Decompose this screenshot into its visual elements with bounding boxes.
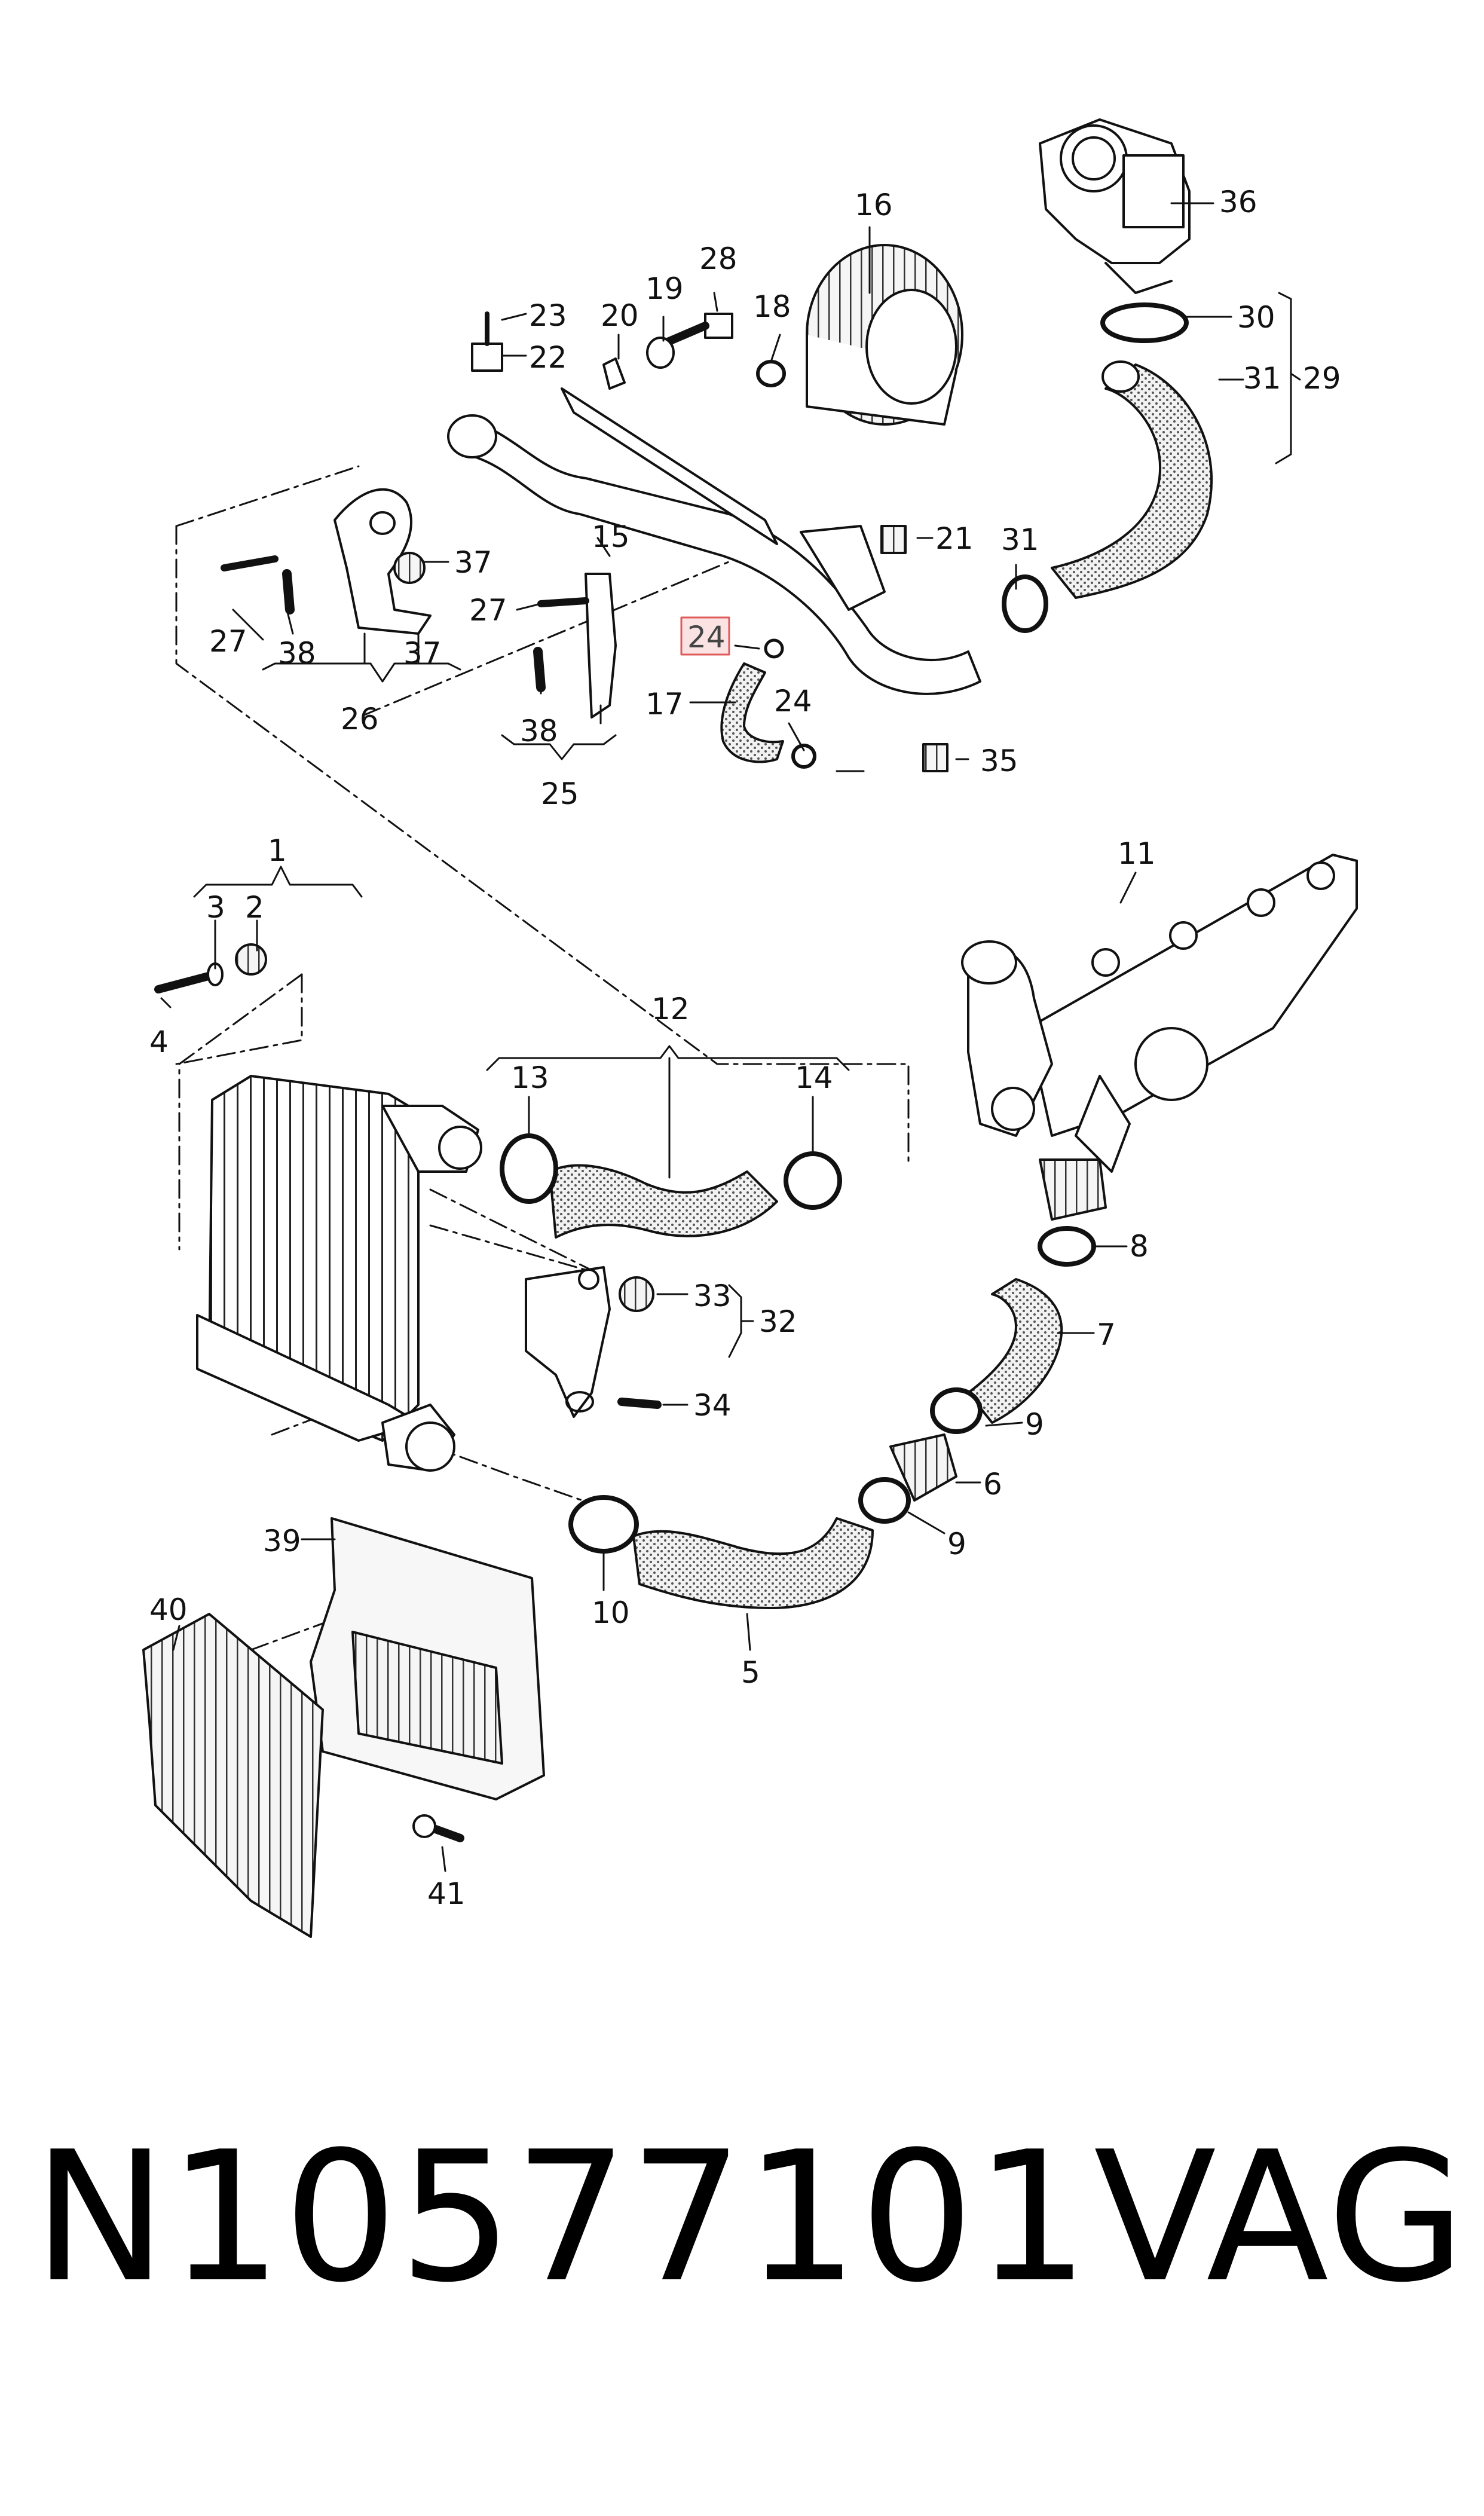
resonator-part-16 bbox=[806, 244, 963, 426]
hose-part-17 bbox=[720, 662, 784, 763]
label-9a: 9 bbox=[1025, 1407, 1044, 1442]
bolt-part-27 bbox=[221, 555, 279, 571]
label-1: 1 bbox=[268, 833, 287, 868]
label-36: 36 bbox=[1219, 185, 1257, 219]
label-20: 20 bbox=[601, 298, 639, 333]
bolt-part-38 bbox=[282, 569, 295, 615]
bracket-part-32 bbox=[525, 1266, 611, 1418]
clamp-part-24 bbox=[791, 744, 816, 769]
label-30: 30 bbox=[1237, 300, 1275, 335]
label-28: 28 bbox=[699, 241, 738, 276]
grommet-part-21 bbox=[880, 525, 907, 554]
leader-lines bbox=[160, 202, 1301, 1872]
nut-part-18 bbox=[756, 360, 786, 387]
label-10: 10 bbox=[592, 1595, 630, 1630]
brand-caption: VAG bbox=[1094, 2113, 1467, 2322]
parts-diagram: 36 30 31 29 16 28 19 18 20 23 22 21 31 1… bbox=[142, 118, 1358, 1938]
intercooler-part-1 bbox=[196, 1075, 482, 1472]
label-21: 21 bbox=[935, 521, 974, 556]
label-29: 29 bbox=[1303, 361, 1341, 396]
bolt-part-28 bbox=[659, 313, 733, 348]
label-25: 25 bbox=[541, 776, 579, 811]
label-23: 23 bbox=[529, 298, 567, 333]
label-15: 15 bbox=[592, 519, 630, 554]
hose-part-31 bbox=[1051, 363, 1213, 599]
clamp-part-10 bbox=[568, 1495, 639, 1554]
label-11: 11 bbox=[1118, 836, 1156, 871]
grommet-part-37 bbox=[393, 552, 426, 584]
sensor-part-22 bbox=[471, 311, 503, 372]
bracket-part-26 bbox=[333, 488, 432, 635]
deflector-part-40 bbox=[142, 1613, 324, 1938]
label-6: 6 bbox=[983, 1467, 1002, 1502]
label-38b: 38 bbox=[520, 714, 558, 748]
label-7: 7 bbox=[1097, 1317, 1116, 1352]
part-number-caption: N10577101 bbox=[33, 2113, 1091, 2322]
hose-part-5 bbox=[632, 1517, 874, 1609]
reference-lines bbox=[175, 465, 910, 1651]
label-5: 5 bbox=[741, 1655, 760, 1690]
label-3: 3 bbox=[206, 890, 225, 925]
label-34: 34 bbox=[693, 1388, 732, 1423]
hose-part-7 bbox=[967, 1278, 1063, 1424]
label-38a: 38 bbox=[278, 636, 316, 671]
clamp-part-9-upper bbox=[930, 1387, 983, 1434]
label-14: 14 bbox=[795, 1060, 833, 1095]
bracket-part-25 bbox=[585, 573, 617, 719]
clamp-part-30 bbox=[1100, 302, 1189, 343]
grommet-part-33 bbox=[619, 1276, 654, 1312]
clamp-part-31 bbox=[1002, 574, 1048, 633]
label-27b: 27 bbox=[209, 624, 247, 659]
callout-labels: 36 30 31 29 16 28 19 18 20 23 22 21 31 1… bbox=[149, 185, 1341, 1911]
connector-turbo-outlet bbox=[1039, 1158, 1107, 1221]
label-32: 32 bbox=[759, 1304, 797, 1339]
label-4: 4 bbox=[149, 1025, 169, 1059]
label-16: 16 bbox=[855, 188, 893, 222]
clamp-part-9-lower bbox=[858, 1477, 911, 1524]
label-12: 12 bbox=[651, 992, 690, 1026]
grommet-part-35 bbox=[922, 743, 948, 772]
label-35: 35 bbox=[980, 744, 1018, 778]
label-9b: 9 bbox=[947, 1527, 966, 1561]
pipe-part-6 bbox=[889, 1433, 957, 1502]
label-27a: 27 bbox=[469, 593, 507, 628]
label-8: 8 bbox=[1130, 1229, 1149, 1264]
clamp-part-14 bbox=[784, 1151, 842, 1210]
label-22: 22 bbox=[529, 340, 567, 375]
label-31b: 31 bbox=[1001, 522, 1039, 557]
pipe-part-15 bbox=[447, 387, 981, 695]
turbocharger-part-11 bbox=[961, 854, 1358, 1173]
highlight-box bbox=[680, 616, 730, 656]
label-31a: 31 bbox=[1243, 361, 1281, 396]
label-37b: 37 bbox=[403, 636, 442, 671]
label-37a: 37 bbox=[454, 545, 492, 580]
grommet-part-2 bbox=[235, 943, 267, 976]
label-13: 13 bbox=[511, 1060, 549, 1095]
label-26: 26 bbox=[341, 702, 379, 736]
throttle-body-part-36 bbox=[1039, 118, 1191, 294]
hose-part-12 bbox=[549, 1164, 778, 1239]
bushing-part-19 bbox=[646, 337, 675, 369]
label-19: 19 bbox=[645, 271, 684, 306]
clamp-part-8 bbox=[1038, 1226, 1096, 1267]
label-24-highlighted: 24 bbox=[687, 620, 726, 655]
label-40: 40 bbox=[149, 1592, 188, 1627]
label-2: 2 bbox=[245, 890, 264, 925]
bolt-part-34 bbox=[617, 1398, 662, 1409]
label-39: 39 bbox=[263, 1524, 301, 1558]
bolt-part-4 bbox=[154, 970, 219, 993]
label-17: 17 bbox=[645, 687, 684, 722]
stud-part-20 bbox=[602, 357, 626, 390]
label-24b: 24 bbox=[774, 684, 812, 719]
label-18: 18 bbox=[753, 289, 791, 324]
clamp-part-13 bbox=[500, 1133, 558, 1204]
label-41: 41 bbox=[427, 1876, 466, 1911]
label-33: 33 bbox=[693, 1279, 732, 1313]
